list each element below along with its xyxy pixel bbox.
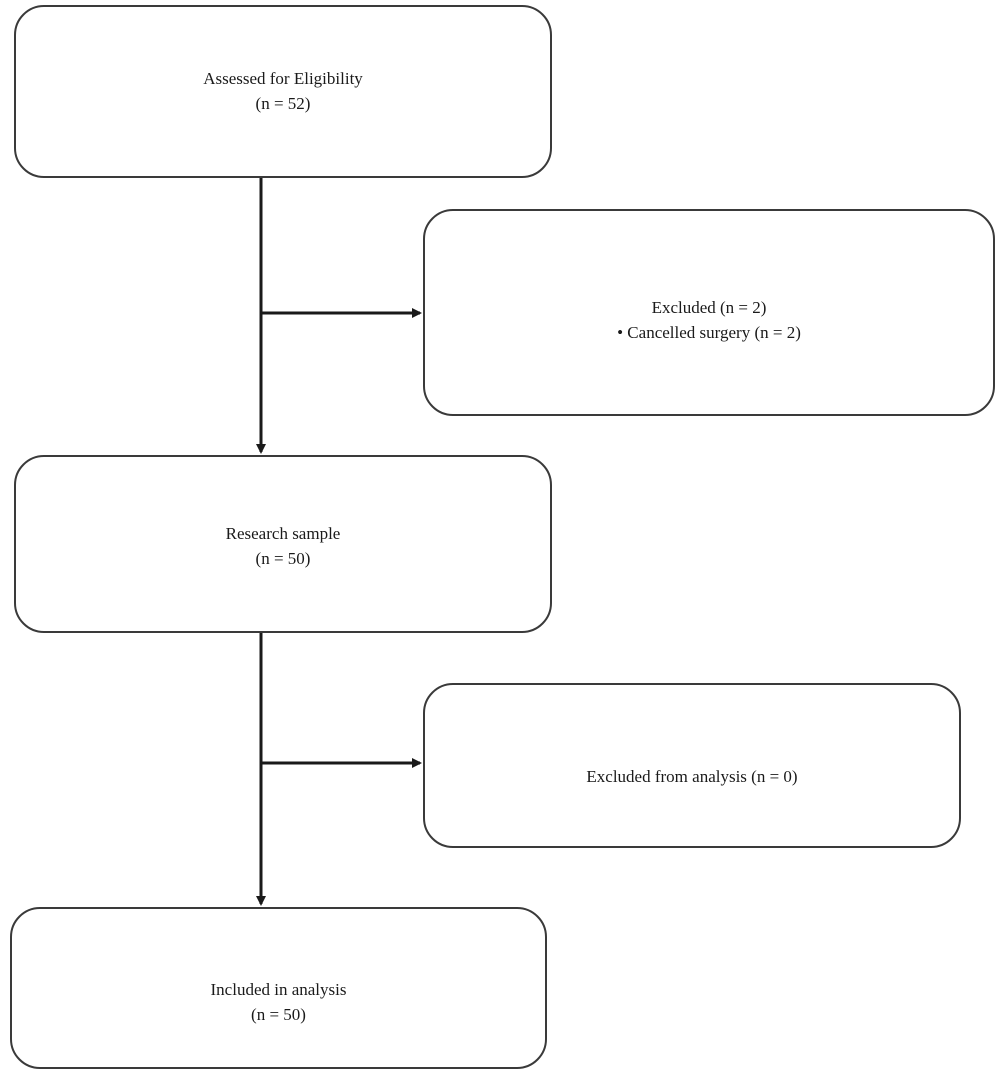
research-sample-label: Research sample — [225, 524, 341, 543]
research-sample-count: (n = 50) — [255, 549, 311, 568]
assessed-count: (n = 52) — [255, 94, 311, 113]
excluded-label: Excluded (n = 2) — [651, 298, 767, 317]
research-sample-box: Research sample (n = 50) — [14, 455, 552, 633]
assessed-label: Assessed for Eligibility — [203, 69, 363, 88]
included-in-analysis-count: (n = 50) — [251, 1005, 306, 1024]
assessed-box: Assessed for Eligibility (n = 52) — [14, 5, 552, 178]
excluded-from-analysis-box: Excluded from analysis (n = 0) — [423, 683, 961, 848]
excluded-box: Excluded (n = 2) • Cancelled surgery (n … — [423, 209, 995, 416]
included-in-analysis-label: Included in analysis — [210, 980, 347, 999]
included-in-analysis-box: Included in analysis (n = 50) — [10, 907, 547, 1069]
excluded-reason: • Cancelled surgery (n = 2) — [617, 323, 801, 342]
excluded-from-analysis-label: Excluded from analysis (n = 0) — [586, 767, 798, 786]
